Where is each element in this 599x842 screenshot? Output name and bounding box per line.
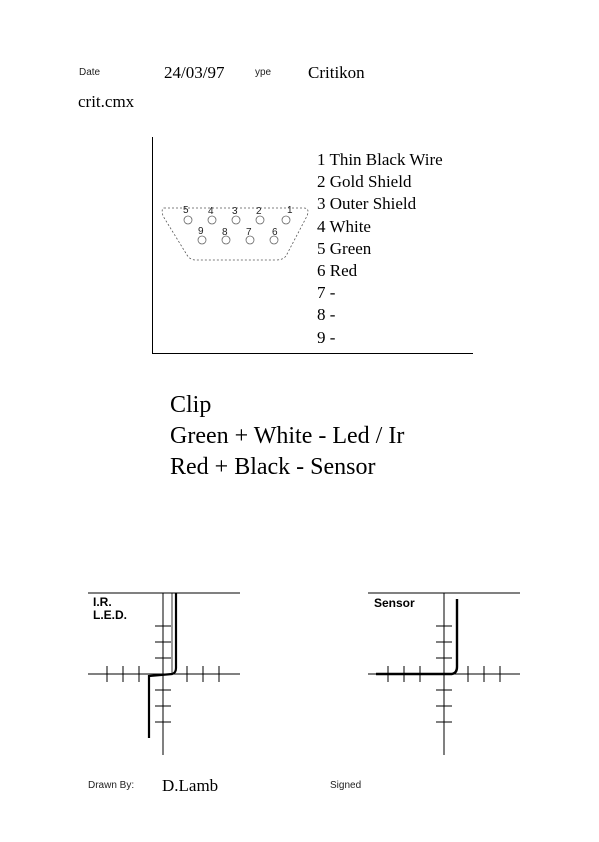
pin-label-7: 7	[246, 227, 252, 238]
connector-box	[152, 137, 473, 354]
pin-list-item: 5 Green	[317, 238, 372, 258]
signed-label: Signed	[330, 780, 362, 791]
filename: crit.cmx	[78, 92, 135, 111]
pin-label-9: 9	[198, 226, 204, 237]
pin-list-item: 2 Gold Shield	[317, 172, 412, 192]
pin-label-1: 1	[287, 205, 293, 216]
ir-led-label: I.R. L.E.D.	[93, 596, 127, 622]
type-value: Critikon	[308, 63, 365, 82]
pin-list-item: 3 Outer Shield	[317, 194, 417, 214]
clip-notes: Clip Green + White - Led / Ir Red + Blac…	[170, 390, 404, 483]
pin-label-5: 5	[183, 205, 189, 216]
clip-line-led: Green + White - Led / Ir	[170, 423, 405, 449]
pin-list-item: 6 Red	[317, 261, 358, 281]
clip-line-sensor: Red + Black - Sensor	[170, 454, 376, 480]
db9-connector-diagram: 5 4 3 2 1 9 8 7 6	[161, 205, 309, 261]
pin-list-item: 9 -	[317, 327, 336, 347]
date-label: Date	[79, 67, 101, 78]
pin-list-item: 4 White	[317, 216, 371, 236]
pin-label-4: 4	[208, 206, 214, 217]
drawn-by-value: D.Lamb	[162, 776, 219, 795]
sensor-graph	[368, 592, 520, 755]
ir-led-label-line1: I.R.	[93, 595, 112, 609]
type-label: ype	[255, 67, 272, 78]
date-value: 24/03/97	[164, 63, 225, 82]
ir-led-graph	[88, 592, 240, 755]
pin-label-2: 2	[256, 206, 262, 217]
pin-label-3: 3	[232, 206, 238, 217]
pin-list-item: 7 -	[317, 283, 336, 303]
pin-label-8: 8	[222, 227, 228, 238]
ir-led-label-line2: L.E.D.	[93, 608, 128, 622]
pin-label-6: 6	[272, 227, 278, 238]
clip-title: Clip	[170, 392, 212, 418]
pin-list: 1 Thin Black Wire 2 Gold Shield 3 Outer …	[317, 149, 443, 349]
pin-list-item: 8 -	[317, 305, 336, 325]
sensor-label: Sensor	[374, 596, 415, 610]
drawn-by-label: Drawn By:	[88, 780, 135, 791]
pin-list-item: 1 Thin Black Wire	[317, 150, 443, 169]
